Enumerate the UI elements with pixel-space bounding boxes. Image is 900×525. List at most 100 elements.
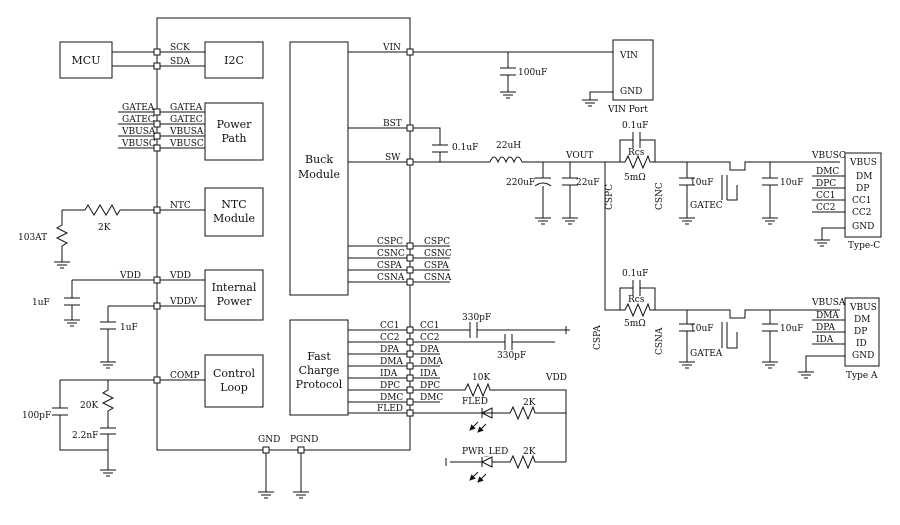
svg-text:DMC: DMC <box>816 167 839 177</box>
svg-text:BST: BST <box>383 119 402 129</box>
svg-text:I2C: I2C <box>224 54 244 67</box>
svg-text:Path: Path <box>222 132 247 145</box>
output-stage: 22uH VOUT 220uF 22uF CSPC CSPA <box>489 141 620 350</box>
svg-text:DMC: DMC <box>380 393 403 403</box>
svg-text:VIN: VIN <box>619 51 638 61</box>
svg-text:VBUSC: VBUSC <box>121 139 156 149</box>
svg-text:IDA: IDA <box>816 335 834 345</box>
svg-text:Type A: Type A <box>846 371 878 381</box>
svg-text:2K: 2K <box>523 447 536 457</box>
svg-text:VDD: VDD <box>545 373 567 383</box>
svg-text:MCU: MCU <box>72 54 101 67</box>
internal-power-block: Internal Power <box>204 269 264 321</box>
svg-text:VBUSC: VBUSC <box>169 139 204 149</box>
cs-pins: CSPC CSNC CSPA CSNA CSPC CSNC CSPA CSNA <box>348 237 452 286</box>
svg-text:100pF: 100pF <box>22 411 51 421</box>
svg-text:103AT: 103AT <box>18 233 47 243</box>
svg-text:CC2: CC2 <box>380 333 400 343</box>
svg-text:VDD: VDD <box>169 271 191 281</box>
ntc-module-block: NTC Module <box>204 187 264 237</box>
svg-text:GATEC: GATEC <box>170 115 203 125</box>
svg-text:CSPA: CSPA <box>424 261 449 271</box>
svg-text:DMC: DMC <box>420 393 443 403</box>
svg-text:Protocol: Protocol <box>296 378 343 391</box>
svg-text:CSPC: CSPC <box>424 237 450 247</box>
svg-text:DM: DM <box>856 172 872 182</box>
svg-text:CC2: CC2 <box>816 203 836 213</box>
svg-text:VOUT: VOUT <box>565 151 593 161</box>
svg-text:10uF: 10uF <box>780 178 804 188</box>
svg-text:FLED: FLED <box>377 404 403 414</box>
svg-text:VIN Port: VIN Port <box>607 105 648 115</box>
vin-section: 100uF VIN GND VIN Port <box>500 39 654 115</box>
power-path-pins: GATEA GATEC VBUSA VBUSC GATEA GATEC VBUS… <box>118 103 205 152</box>
svg-text:CSPA: CSPA <box>377 261 402 271</box>
svg-text:CSNA: CSNA <box>424 273 452 283</box>
svg-text:GND: GND <box>852 222 874 232</box>
internal-power-pins: 1uF VDD VDD 1uF VDDV <box>32 271 205 369</box>
svg-text:GATEA: GATEA <box>122 103 155 113</box>
type-c-connector: VBUS DM DP CC1 CC2 GND Type-C VBUSC DMC … <box>811 151 882 251</box>
svg-text:DPA: DPA <box>420 345 439 355</box>
svg-text:GND: GND <box>620 87 642 97</box>
svg-text:0.1uF: 0.1uF <box>452 143 478 153</box>
fast-charge-block: Fast Charge Protocol <box>289 319 349 416</box>
svg-text:VIN: VIN <box>382 43 401 53</box>
svg-text:22uF: 22uF <box>576 178 600 188</box>
svg-text:GATEA: GATEA <box>170 103 203 113</box>
svg-text:GATEC: GATEC <box>122 115 155 125</box>
svg-text:PWR_LED: PWR_LED <box>462 447 508 457</box>
svg-text:VBUSA: VBUSA <box>169 127 204 137</box>
svg-text:DPC: DPC <box>420 381 440 391</box>
svg-text:10K: 10K <box>472 373 490 383</box>
svg-text:ID: ID <box>856 339 867 349</box>
svg-text:Power: Power <box>217 295 253 308</box>
svg-text:Module: Module <box>298 168 340 181</box>
i2c-block: I2C <box>204 41 264 79</box>
ntc-circuit: 2K NTC 103AT <box>18 201 205 269</box>
svg-text:Rcs: Rcs <box>628 295 645 305</box>
svg-text:Fast: Fast <box>307 350 331 363</box>
svg-text:CSPC: CSPC <box>377 237 403 247</box>
svg-text:CC1: CC1 <box>420 321 440 331</box>
svg-text:FLED: FLED <box>462 397 488 407</box>
svg-text:GATEA: GATEA <box>690 349 723 359</box>
svg-text:Power: Power <box>217 118 253 131</box>
svg-text:CSNA: CSNA <box>377 273 405 283</box>
svg-text:DMA: DMA <box>816 311 839 321</box>
svg-text:0.1uF: 0.1uF <box>622 269 648 279</box>
svg-text:20K: 20K <box>80 401 98 411</box>
svg-text:GND: GND <box>852 351 874 361</box>
svg-text:GND: GND <box>258 435 280 445</box>
svg-text:Buck: Buck <box>305 153 333 166</box>
svg-text:CSPC: CSPC <box>605 184 615 210</box>
svg-text:Control: Control <box>213 367 255 380</box>
svg-text:DMA: DMA <box>380 357 403 367</box>
svg-text:SDA: SDA <box>170 57 190 67</box>
svg-text:IDA: IDA <box>420 369 438 379</box>
compensation-network: COMP 100pF 20K 2.2nF <box>22 371 205 477</box>
buck-pins: VIN BST 0.1uF SW <box>348 43 613 166</box>
protocol-pins: 330pF 330pF CC1 CC2 DPA DMA IDA DPC DMC … <box>348 313 570 417</box>
buck-module-block: Buck Module <box>289 41 349 296</box>
svg-text:2K: 2K <box>98 223 111 233</box>
svg-text:VBUSA: VBUSA <box>121 127 156 137</box>
svg-text:CSNA: CSNA <box>655 327 665 355</box>
svg-text:0.1uF: 0.1uF <box>622 121 648 131</box>
type-c-sense: 0.1uF Rcs 5mΩ CSNC 10uF GATEC 10uF <box>619 121 840 225</box>
type-a-sense: 0.1uF Rcs 5mΩ CSNA 10uF GATEA 10uF <box>619 269 840 369</box>
svg-text:DPC: DPC <box>380 381 400 391</box>
svg-text:Module: Module <box>213 212 255 225</box>
svg-text:1uF: 1uF <box>120 323 138 333</box>
svg-text:Type-C: Type-C <box>848 241 880 251</box>
svg-text:CC1: CC1 <box>852 196 872 206</box>
svg-text:100uF: 100uF <box>518 68 547 78</box>
svg-text:VDD: VDD <box>119 271 141 281</box>
svg-text:CSNC: CSNC <box>424 249 452 259</box>
svg-text:NTC: NTC <box>170 201 191 211</box>
svg-text:GATEC: GATEC <box>690 201 723 211</box>
svg-text:VBUSC: VBUSC <box>811 151 846 161</box>
svg-text:330pF: 330pF <box>462 313 491 323</box>
svg-text:SCK: SCK <box>170 43 190 53</box>
ground-pins: GND PGND <box>258 435 318 499</box>
